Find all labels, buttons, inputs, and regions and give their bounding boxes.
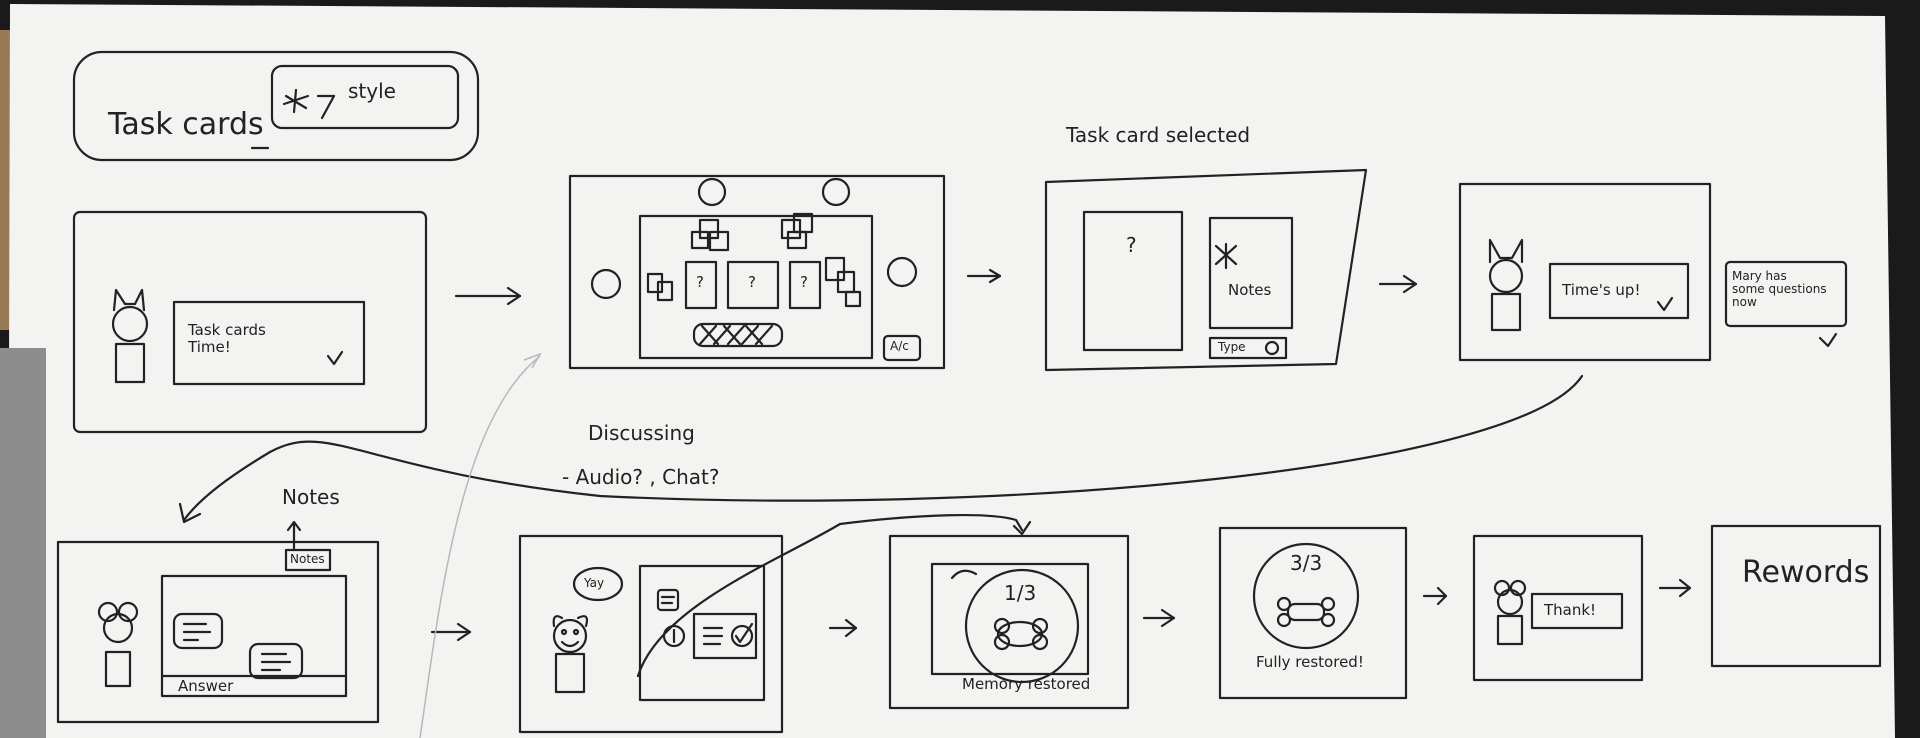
card-placeholder: ? — [800, 274, 808, 291]
frame-3-notes-label: Notes — [1228, 282, 1271, 299]
frame-3-type-button[interactable]: Type — [1218, 341, 1246, 354]
frame-7-caption: Memory restored — [962, 676, 1090, 693]
side-note-text: Mary has some questions now — [1732, 270, 1827, 310]
rewards-title: Rewords — [1742, 556, 1869, 589]
frame-1-dialog-text: Task cards Time! — [188, 322, 266, 355]
frame-8-caption: Fully restored! — [1256, 654, 1364, 671]
heading-discussing-options: - Audio? , Chat? — [562, 466, 719, 488]
frame-5-notes-tab[interactable]: Notes — [290, 553, 325, 566]
heading-task-card-selected: Task card selected — [1066, 124, 1250, 146]
title-style-label: style — [348, 80, 396, 102]
frame-5-answer-label[interactable]: Answer — [178, 678, 233, 695]
progress-count-full: 3/3 — [1290, 552, 1322, 574]
heading-discussing: Discussing — [588, 422, 695, 444]
heading-notes: Notes — [282, 486, 340, 508]
card-placeholder: ? — [696, 274, 704, 291]
frame-2-badge[interactable]: A/c — [890, 340, 909, 353]
frame-4-dialog-text: Time's up! — [1562, 282, 1640, 299]
frame-9-dialog-text: Thank! — [1544, 602, 1596, 619]
title-banner-text: Task cards — [108, 108, 264, 141]
speech-text: Yay — [584, 577, 604, 590]
pen-object — [0, 348, 46, 738]
card-placeholder: ? — [748, 274, 756, 291]
progress-count: 1/3 — [1004, 582, 1036, 604]
selected-card-placeholder: ? — [1126, 234, 1137, 256]
